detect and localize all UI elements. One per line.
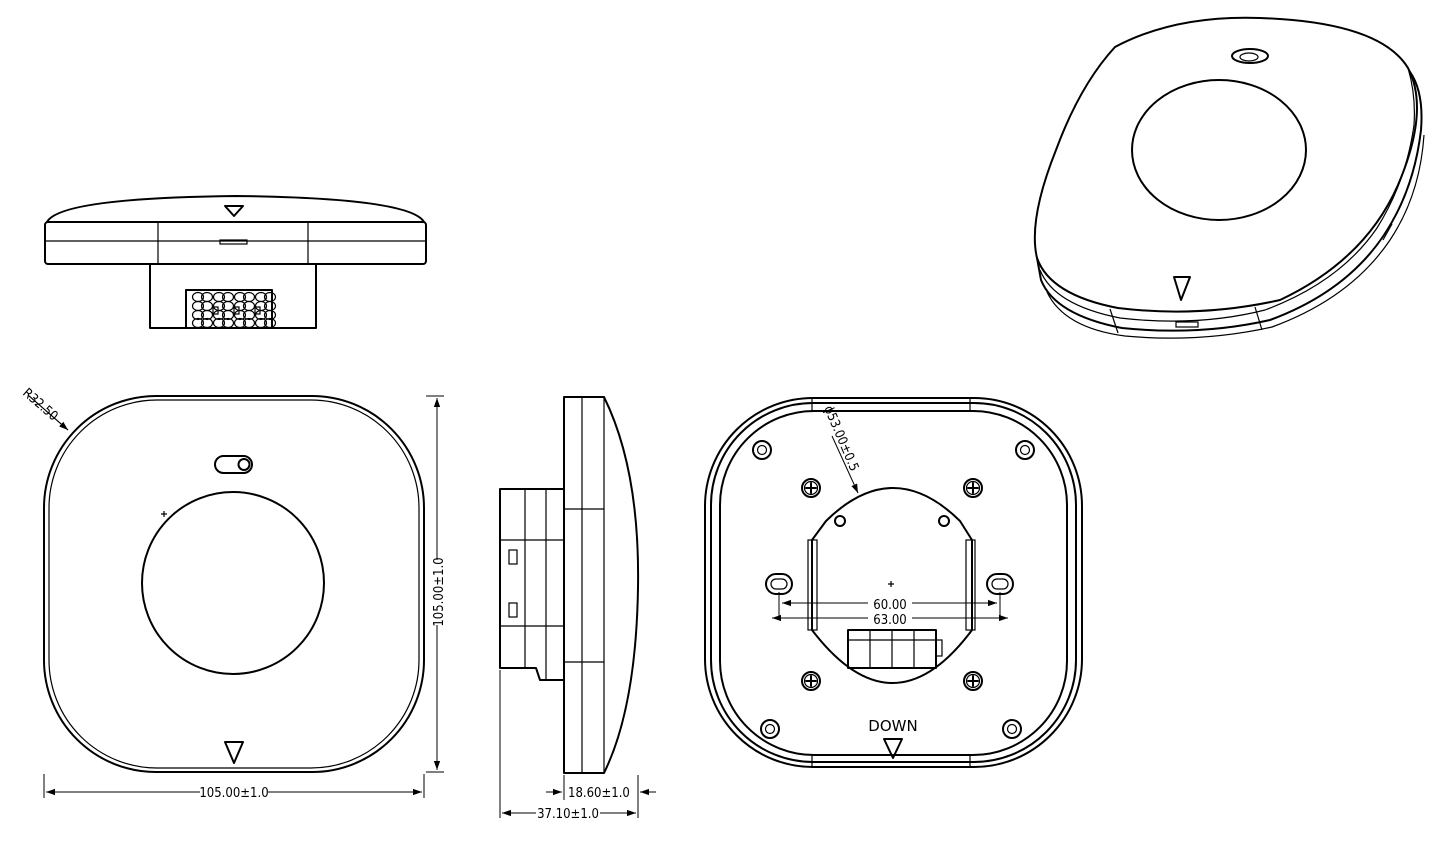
terminal-coil — [254, 317, 268, 329]
corner-mounting-holes — [752, 440, 1035, 739]
front-height-label: 105.00±1.0 — [432, 557, 447, 626]
corner-hole — [1002, 719, 1022, 739]
corner-hole — [1015, 440, 1035, 460]
screw-icon — [963, 478, 983, 498]
diameter-label: ϕ53.00±0.5 — [820, 404, 861, 474]
corner-hole — [760, 719, 780, 739]
side-thickness-label: 18.60±1.0 — [568, 786, 630, 801]
side-depth-label: 37.10±1.0 — [537, 807, 599, 822]
hole-spacing-60-label: 60.00 — [873, 598, 906, 613]
down-triangle-icon — [224, 741, 244, 764]
screw-icon — [801, 478, 821, 498]
corner-hole-inner — [756, 444, 768, 456]
radius-label: R32.50 — [19, 386, 60, 425]
mounting-screws — [801, 478, 983, 691]
terminal-coil — [191, 317, 205, 329]
slot-right — [986, 573, 1014, 595]
top-elevation-view — [44, 195, 427, 329]
down-triangle-icon — [883, 738, 903, 759]
indicator-slot — [214, 455, 253, 474]
terminal-coil — [263, 317, 277, 329]
terminal-coil — [212, 309, 226, 321]
back-view: DOWN — [704, 397, 1083, 768]
terminal-coil — [221, 317, 235, 329]
corner-hole-inner — [764, 723, 776, 735]
terminal-coil — [242, 317, 256, 329]
terminal-coil — [200, 309, 214, 321]
down-label: DOWN — [868, 717, 917, 735]
corner-hole-inner — [1006, 723, 1018, 735]
iso-sensor-lens — [1131, 79, 1307, 221]
terminal-coil — [191, 309, 205, 321]
terminal-coil — [242, 309, 256, 321]
terminal-coil — [233, 309, 247, 321]
hole-spacing-63-label: 63.00 — [873, 613, 906, 628]
iso-indicator-slot — [1231, 48, 1269, 64]
screw-icon — [963, 671, 983, 691]
front-width-label: 105.00±1.0 — [199, 786, 268, 801]
terminal-coil — [221, 309, 235, 321]
corner-hole — [752, 440, 772, 460]
terminal-coil — [212, 317, 226, 329]
terminal-coil — [200, 317, 214, 329]
slot-left — [765, 573, 793, 595]
terminal-block — [185, 289, 277, 329]
down-triangle-icon — [1173, 276, 1191, 301]
side-view — [499, 396, 640, 774]
sensor-lens — [141, 491, 325, 675]
corner-hole-inner — [1019, 444, 1031, 456]
front-view — [43, 395, 425, 773]
isometric-view — [1033, 16, 1425, 339]
terminal-coil — [263, 309, 277, 321]
screw-icon — [801, 671, 821, 691]
terminal-coil — [233, 317, 247, 329]
back-terminal-block — [847, 629, 943, 669]
side-dimensions: 18.60±1.0 37.10±1.0 — [499, 670, 656, 822]
terminal-coil — [254, 309, 268, 321]
down-triangle-icon — [224, 205, 244, 217]
